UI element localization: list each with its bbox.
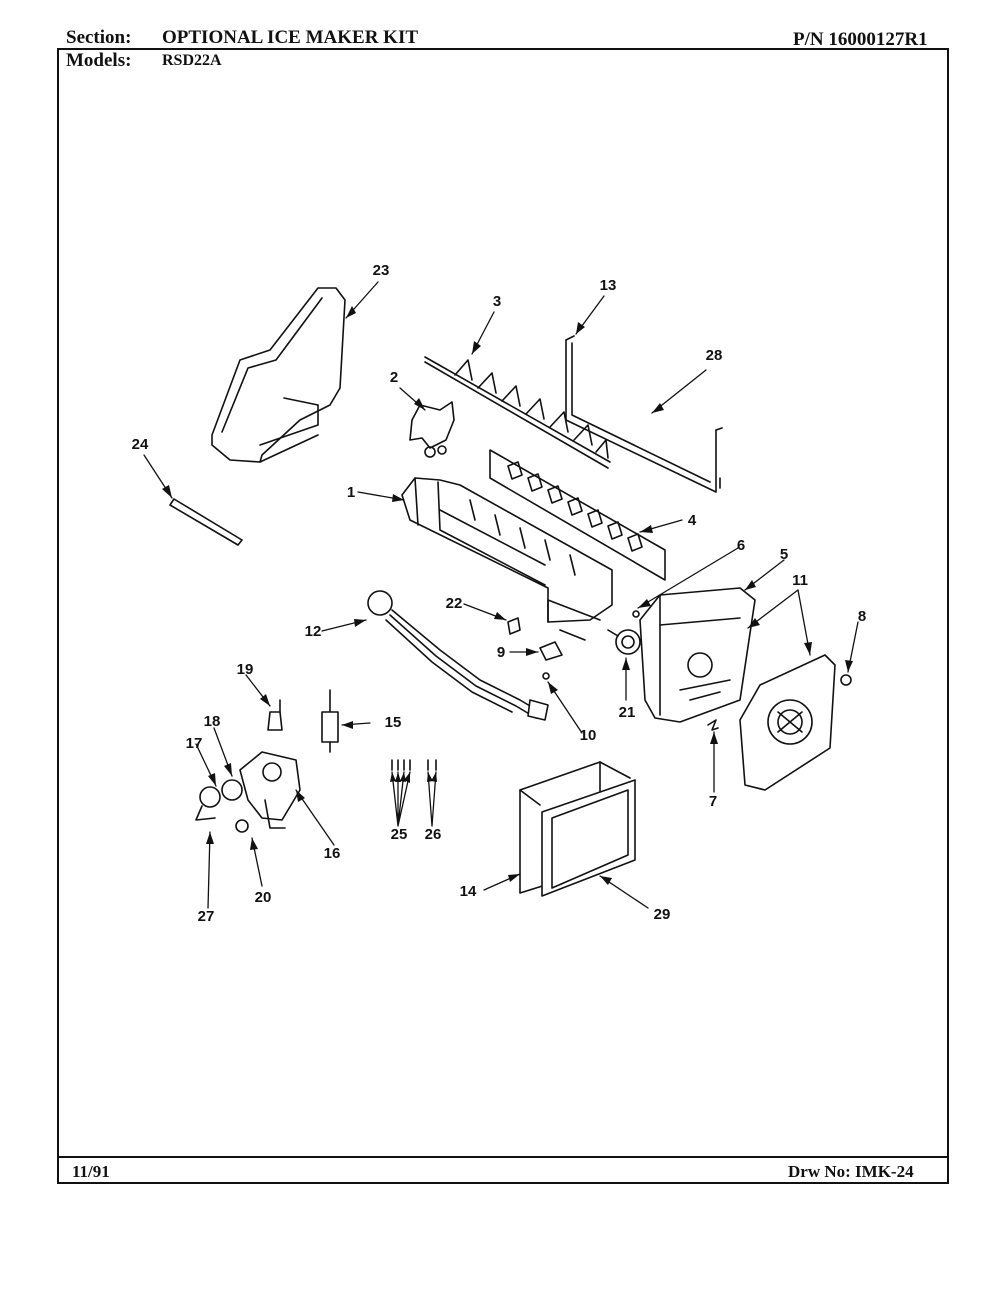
callout-18: 18 [204, 713, 221, 730]
part-hardware [391, 759, 437, 771]
part-bracket [409, 401, 455, 458]
footer-divider [57, 1156, 949, 1158]
callout-4: 4 [688, 512, 697, 529]
callout-29: 29 [654, 906, 671, 923]
leader-arrowheads [162, 306, 853, 885]
part-panel [541, 779, 636, 897]
part-spring-small [707, 719, 719, 731]
callout-15: 15 [385, 714, 402, 731]
callout-17: 17 [186, 735, 203, 752]
callout-7: 7 [709, 793, 717, 810]
callout-14: 14 [460, 883, 477, 900]
diagram-frame [57, 48, 949, 1184]
callout-19: 19 [237, 661, 254, 678]
callout-16: 16 [324, 845, 341, 862]
callout-22: 22 [446, 595, 463, 612]
callout-13: 13 [600, 277, 617, 294]
callout-6: 6 [737, 537, 745, 554]
section-label: Section: [66, 27, 132, 48]
part-mold [401, 477, 613, 641]
callout-28: 28 [706, 347, 723, 364]
part-water-valve [195, 751, 301, 833]
part-nozzle [267, 699, 283, 731]
callout-10: 10 [580, 727, 597, 744]
part-shutoff-arm [565, 335, 723, 493]
part-ejector [424, 356, 611, 469]
callout-2: 2 [390, 369, 398, 386]
callout-5: 5 [780, 546, 788, 563]
callout-27: 27 [198, 908, 215, 925]
part-cover-shield [211, 287, 346, 463]
callout-8: 8 [858, 608, 866, 625]
callout-21: 21 [619, 704, 636, 721]
callout-9: 9 [497, 644, 505, 661]
part-control-housing [639, 587, 756, 723]
callout-12: 12 [305, 623, 322, 640]
models-value: RSD22A [162, 52, 222, 69]
part-fitting [321, 689, 339, 753]
callout-11: 11 [792, 572, 808, 589]
part-rod [169, 498, 243, 546]
part-wire-harness [367, 590, 549, 721]
part-clips [507, 617, 563, 680]
drawing-number: Drw No: IMK-24 [788, 1162, 914, 1181]
callout-20: 20 [255, 889, 272, 906]
callout-3: 3 [493, 293, 501, 310]
part-knob [607, 610, 641, 655]
callout-24: 24 [132, 436, 149, 453]
callout-23: 23 [373, 262, 390, 279]
footer-date: 11/91 [72, 1162, 110, 1181]
section-title: OPTIONAL ICE MAKER KIT [162, 27, 419, 48]
callout-26: 26 [425, 826, 442, 843]
part-stripper [489, 449, 666, 581]
callout-25: 25 [391, 826, 408, 843]
part-screw [840, 674, 852, 686]
part-number: P/N 16000127R1 [793, 29, 928, 50]
callout-1: 1 [347, 484, 355, 501]
part-motor-plate [739, 654, 836, 791]
models-label: Models: [66, 50, 132, 71]
